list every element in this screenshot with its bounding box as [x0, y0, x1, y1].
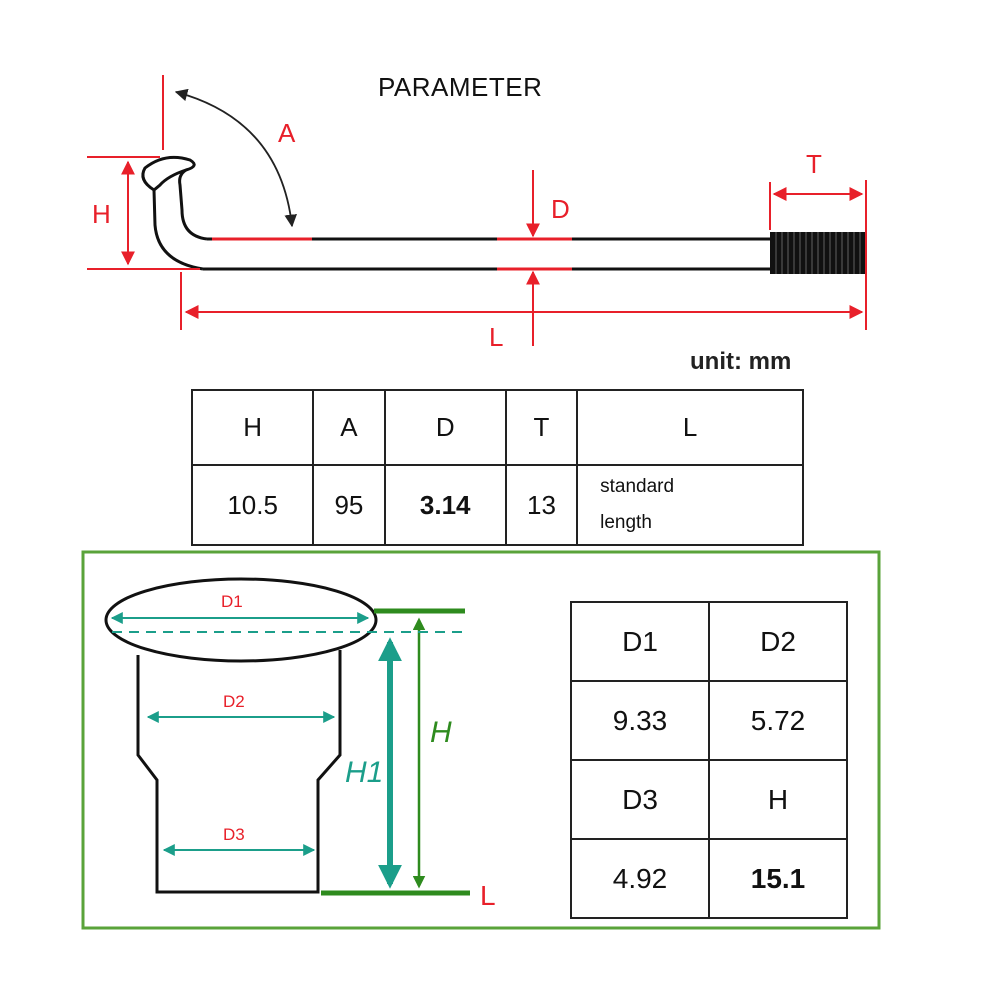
- header-t: T: [504, 389, 579, 466]
- table-row: D1 D2: [570, 601, 848, 682]
- value-d: 3.14: [383, 464, 507, 546]
- d2-label: D2: [223, 692, 245, 711]
- spoke-parameter-table: H A D T L 10.5 95 3.14 13 standard lengt…: [190, 389, 804, 546]
- value-l-line1: standard: [600, 476, 675, 497]
- value-t: 13: [504, 464, 579, 546]
- header-l: L: [576, 389, 804, 466]
- h-nipple-label: H: [430, 716, 452, 749]
- value-d3: 4.92: [570, 838, 710, 919]
- a-angle-arrow: [174, 88, 297, 228]
- a-label: A: [278, 118, 296, 148]
- spoke-bend: [178, 168, 208, 241]
- header-a: A: [312, 389, 386, 466]
- header-d: D: [383, 389, 507, 466]
- table-row: 9.33 5.72: [570, 680, 848, 761]
- table-row: 10.5 95 3.14 13 standard length: [190, 464, 804, 546]
- unit-label: unit: mm: [690, 348, 792, 375]
- l-label: L: [489, 322, 503, 352]
- value-d1: 9.33: [570, 680, 710, 761]
- value-l: standard length: [576, 464, 804, 546]
- d1-label: D1: [221, 592, 243, 611]
- h1-label: H1: [345, 756, 383, 789]
- table-row: H A D T L: [190, 389, 804, 466]
- nipple-body: [136, 650, 342, 894]
- d-label: D: [551, 194, 570, 224]
- l-nipple-label: L: [480, 880, 496, 911]
- header-h: H: [190, 389, 315, 466]
- header-d1: D1: [570, 601, 710, 682]
- nipple-drawing: D1 D2 D3 H H1 L: [104, 577, 496, 911]
- value-l-line2: length: [600, 512, 652, 533]
- header-d3: D3: [570, 759, 710, 840]
- header-h-nipple: H: [708, 759, 848, 840]
- nipple-parameter-table: D1 D2 9.33 5.72 D3 H 4.92 15.1: [570, 601, 848, 919]
- d3-label: D3: [223, 825, 245, 844]
- value-h-nipple: 15.1: [708, 838, 848, 919]
- spoke-drawing: A H D T L: [87, 75, 867, 352]
- page-title: PARAMETER: [378, 72, 543, 102]
- value-h: 10.5: [190, 464, 315, 546]
- spoke-head: [141, 155, 196, 192]
- t-label: T: [806, 149, 822, 179]
- h-label: H: [92, 199, 111, 229]
- spoke-bend-outer: [152, 189, 204, 271]
- value-d2: 5.72: [708, 680, 848, 761]
- table-row: 4.92 15.1: [570, 838, 848, 919]
- nipple-panel: [81, 550, 881, 930]
- spoke-body: [203, 237, 770, 271]
- table-row: D3 H: [570, 759, 848, 840]
- value-a: 95: [312, 464, 386, 546]
- header-d2: D2: [708, 601, 848, 682]
